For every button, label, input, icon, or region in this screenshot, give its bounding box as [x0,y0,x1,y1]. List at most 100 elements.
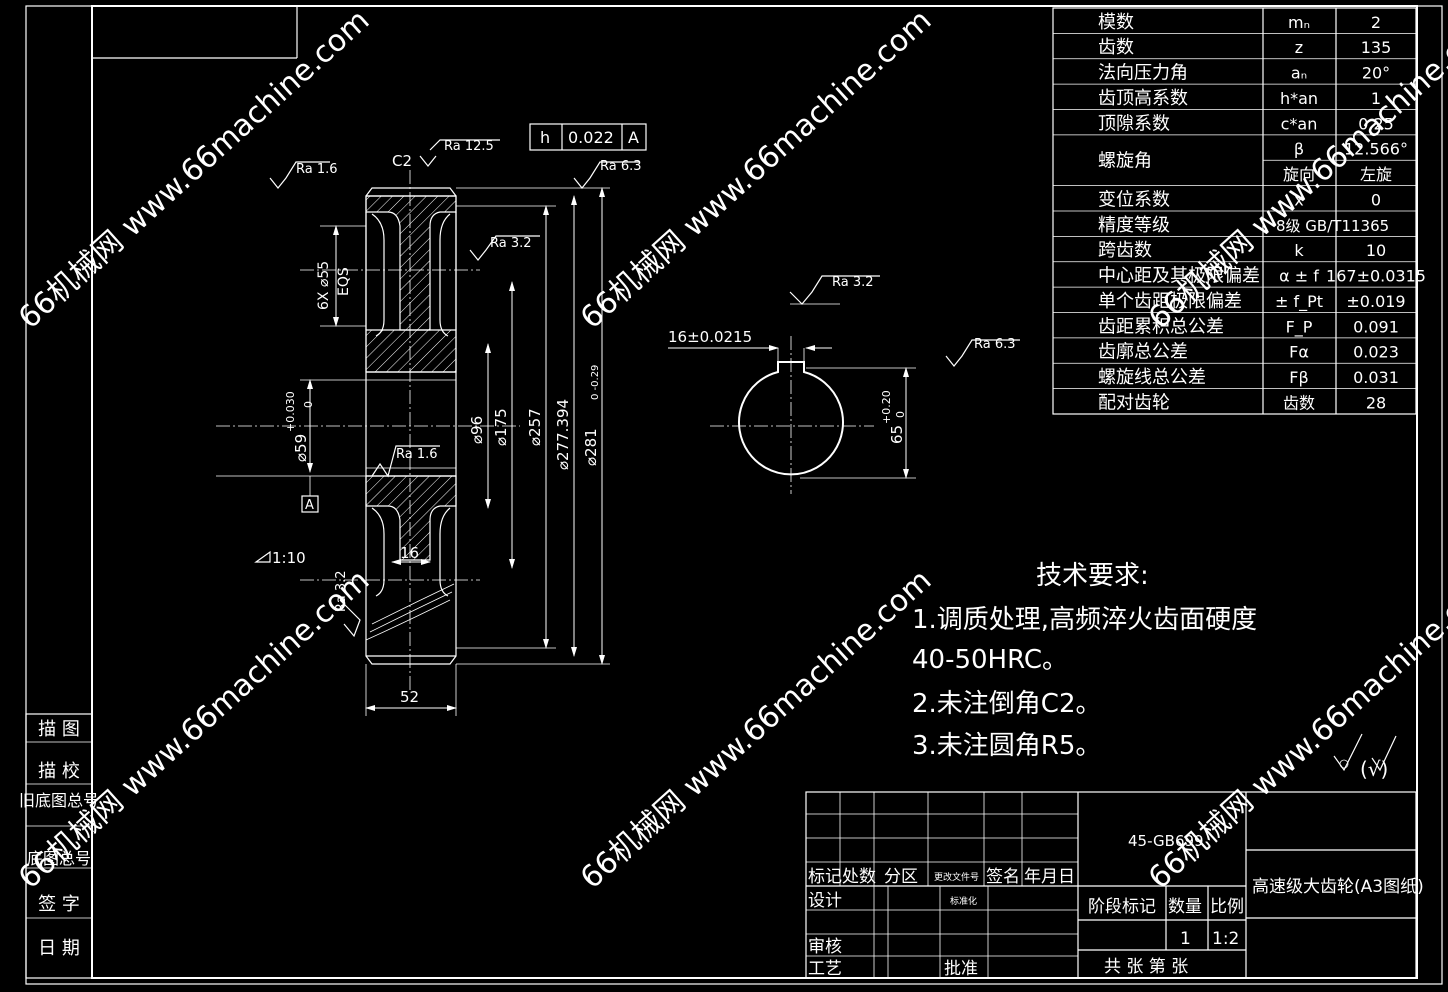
part-name: 高速级大齿轮(A3图纸) [1252,877,1424,897]
side-label-old-no: 旧底图总号 [19,791,99,810]
side-label-proof: 描 校 [38,761,80,782]
dim-d277: ⌀277.394 [554,399,572,470]
tb-stage: 阶段标记 [1088,897,1156,917]
param-value: 2 [1371,13,1381,32]
param-value: 0.25 [1358,114,1394,133]
tol-datum: A [628,128,639,147]
side-label-date: 日 期 [38,938,80,959]
ra-key: Ra 3.2 [832,275,874,290]
param-name: 精度等级 [1098,215,1170,236]
dim-depth-tol-low: 0 [894,411,907,418]
tol-symbol: h [540,128,550,147]
tb-sheets: 共 张 第 张 [1104,957,1188,977]
tb-process: 工艺 [808,959,842,979]
dim-taper: 1:10 [272,549,306,567]
dim-d281-tol: 0 -0.29 [590,365,601,400]
ra-bottom: Ra 3.2 [334,570,349,612]
param-value: 左旋 [1360,165,1392,184]
param-name: 齿距累积总公差 [1098,316,1224,337]
tb-qty: 1 [1180,929,1191,949]
param-value: 0.023 [1353,343,1399,362]
dim-d175: ⌀175 [492,408,510,446]
side-label-trace: 描 图 [38,719,80,740]
dim-depth-tol-up: +0.20 [880,390,893,424]
inner-border [91,5,1418,979]
dim-eqs: EQS [336,267,352,296]
tech-line-3: 2.未注倒角C2。 [912,689,1102,719]
side-label-base-no: 底图总号 [27,849,91,868]
bore-tol-low: 0 [302,401,315,408]
param-name: 齿顶高系数 [1098,88,1188,109]
param-value: 0.091 [1353,317,1399,336]
tb-sign: 签名 [986,867,1020,887]
tech-requirements: 技术要求: 1.调质处理,高频淬火齿面硬度 40-50HRC。 2.未注倒角C2… [912,561,1257,761]
tb-scale: 1:2 [1212,929,1239,949]
param-symbol: 8级 GB/T11365 [1276,217,1389,235]
param-name: 法向压力角 [1098,63,1188,84]
ra-top-left: Ra 1.6 [296,162,338,177]
tech-line-2: 40-50HRC。 [912,645,1068,675]
param-name: 单个齿距极限偏差 [1098,291,1242,312]
param-value: 0 [1371,190,1381,209]
param-name: 齿数 [1098,37,1134,58]
ra-top: Ra 12.5 [444,139,494,154]
param-value: 10 [1366,241,1386,260]
roughness-note: (√) [1333,733,1397,781]
param-symbol: Fα [1289,343,1309,362]
param-symbol: 齿数 [1283,393,1315,412]
ra-right: Ra 6.3 [974,337,1016,352]
dim-d257: ⌀257 [526,408,544,446]
datum-a: A [305,498,314,513]
param-symbol: aₙ [1291,64,1307,83]
tb-mark: 标记 [808,867,842,887]
bore-tol-up: +0.030 [284,391,297,432]
param-name: 齿廓总公差 [1098,342,1188,363]
dim-width: 52 [400,688,419,706]
dim-c2: C2 [392,152,412,170]
ra-hub: Ra 1.6 [396,447,438,462]
tech-line-1: 1.调质处理,高频淬火齿面硬度 [912,605,1257,635]
param-symbol: Fβ [1289,368,1308,387]
tb-qty-label: 数量 [1168,897,1202,917]
param-symbol: β [1294,140,1304,159]
param-symbol: k [1294,241,1304,260]
ra-mid: Ra 3.2 [490,236,532,251]
side-labels: 描 图 描 校 旧底图总号 底图总号 签 字 日 期 [19,713,99,979]
tech-title: 技术要求: [1036,561,1149,591]
param-value: ±0.019 [1346,292,1405,311]
param-name: 顶隙系数 [1098,113,1170,134]
param-name: 模数 [1098,12,1134,33]
param-symbol: z [1295,38,1303,57]
param-name: 配对齿轮 [1098,392,1170,413]
param-name: 跨齿数 [1098,240,1152,261]
param-symbol: α ± f [1279,267,1319,286]
param-symbol: mₙ [1288,13,1310,32]
side-label-sign: 签 字 [38,894,80,915]
param-symbol: 旋向 [1283,165,1315,184]
param-name: 变位系数 [1098,189,1170,210]
dim-d96: ⌀96 [468,416,486,444]
param-value: 28 [1366,393,1386,412]
watermarks: 66机械网 www.66machine.com 66机械网 www.66mach… [12,3,1448,896]
dim-bore: ⌀59 [292,434,310,462]
tb-check: 审核 [808,937,842,957]
tb-date: 年月日 [1024,867,1075,887]
tb-design: 设计 [808,891,842,911]
tb-standard: 标准化 [950,895,977,907]
param-name: 螺旋线总公差 [1098,367,1206,388]
dim-hub-width: 16 [400,544,419,562]
param-symbol: h*an [1280,89,1318,108]
dim-depth: 65 [888,425,906,444]
param-symbol: c*an [1281,114,1318,133]
param-symbol: F_P [1286,317,1313,337]
param-symbol: x [1294,190,1303,209]
main-dimensions: C2 Ra 1.6 Ra 12.5 Ra 6.3 Ra 3.2 Ra 1.6 R… [254,123,647,716]
tech-line-4: 3.未注圆角R5。 [912,731,1101,761]
watermark-5: 66机械网 www.66machine.com [574,563,938,896]
param-value: 1 [1371,89,1381,108]
tb-change-doc: 更改文件号 [934,871,979,883]
ra-right-top: Ra 6.3 [600,159,642,174]
dim-key: 16±0.0215 [668,328,752,346]
